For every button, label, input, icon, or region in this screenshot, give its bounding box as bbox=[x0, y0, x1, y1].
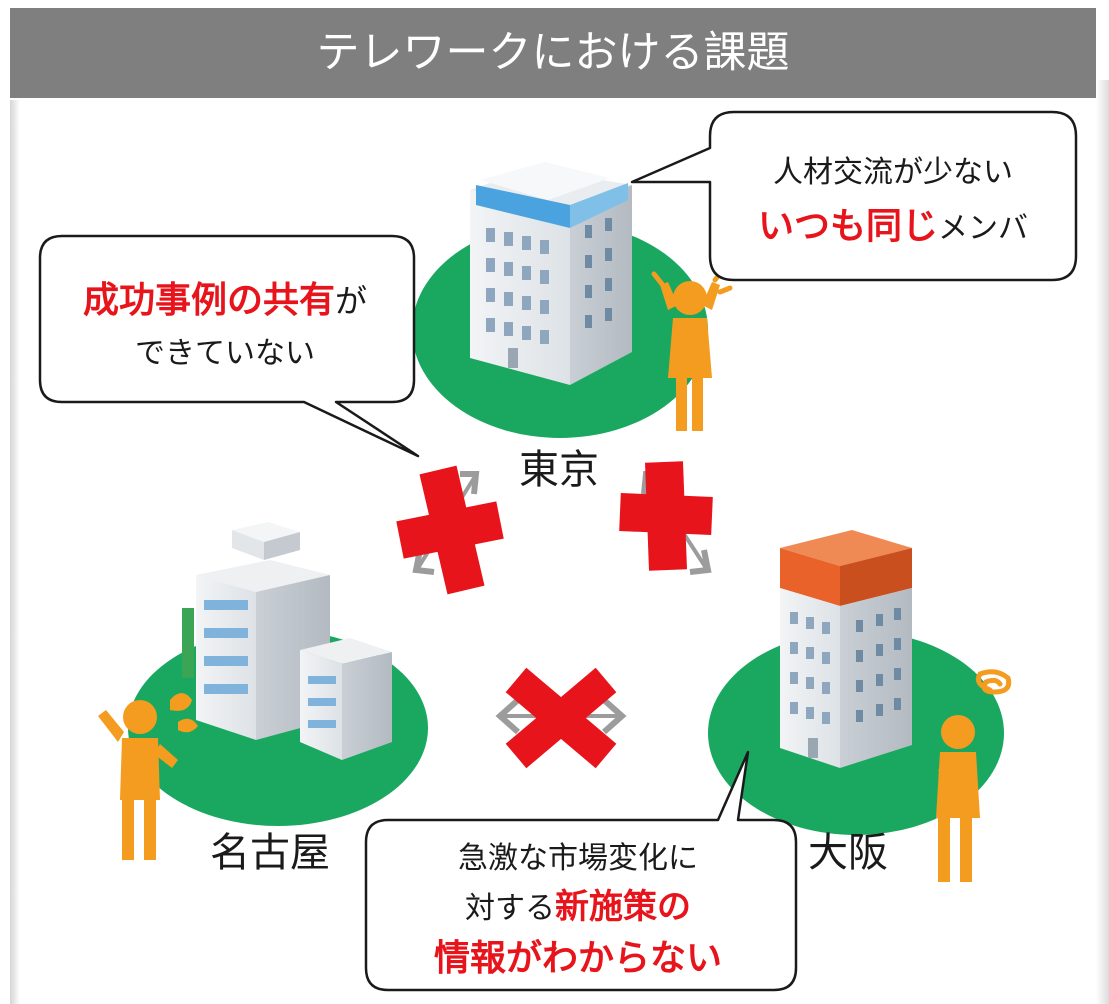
bubble-bottom-line2: 対する新施策の bbox=[465, 887, 691, 927]
bubble-bottom-highlight-2: 情報がわからない bbox=[434, 938, 722, 979]
bubble-left-line1-rest: が bbox=[335, 282, 367, 320]
right-shadow bbox=[1096, 80, 1109, 1004]
nagoya-building bbox=[182, 522, 392, 760]
speech-bubble-tokyo: 人材交流が少ない いつも同じメンバ bbox=[630, 110, 1078, 282]
location-label-tokyo: 東京 bbox=[519, 447, 599, 493]
speech-bubble-left: 成功事例の共有が できていない bbox=[38, 234, 420, 458]
nagoya-thinking-person-icon bbox=[98, 693, 198, 860]
bubble-tokyo-line2-rest: メンバ bbox=[938, 211, 1028, 246]
bubble-left-line1: 成功事例の共有が bbox=[83, 280, 367, 321]
bubble-bottom-line2-start: 対する bbox=[465, 891, 555, 926]
left-shadow bbox=[10, 100, 20, 1004]
bubble-left-highlight: 成功事例の共有 bbox=[83, 280, 335, 321]
speech-bubble-bottom: 急激な市場変化に 対する新施策の 情報がわからない bbox=[364, 750, 798, 992]
bubble-left-line2: できていない bbox=[135, 336, 315, 371]
tokyo-building bbox=[470, 162, 632, 385]
cross-tokyo-osaka-icon bbox=[619, 461, 713, 571]
location-label-nagoya: 名古屋 bbox=[210, 830, 330, 876]
bubble-bottom-line1: 急激な市場変化に bbox=[458, 841, 698, 876]
osaka-building bbox=[780, 530, 912, 768]
title-bar: テレワークにおける課題 bbox=[10, 8, 1096, 98]
tokyo-worried-person-icon bbox=[651, 267, 733, 431]
location-label-osaka: 大阪 bbox=[808, 830, 888, 876]
bubble-bottom-highlight-1: 新施策の bbox=[555, 887, 691, 927]
osaka-confused-person-icon bbox=[936, 669, 1012, 882]
page-title: テレワークにおける課題 bbox=[316, 28, 790, 78]
bubble-tokyo-highlight: いつも同じ bbox=[758, 206, 938, 247]
cross-tokyo-nagoya-icon bbox=[396, 465, 504, 595]
cross-nagoya-osaka-icon bbox=[505, 667, 617, 769]
bubble-tokyo-line2: いつも同じメンバ bbox=[758, 206, 1028, 247]
bubble-tokyo-line1: 人材交流が少ない bbox=[773, 155, 1013, 190]
